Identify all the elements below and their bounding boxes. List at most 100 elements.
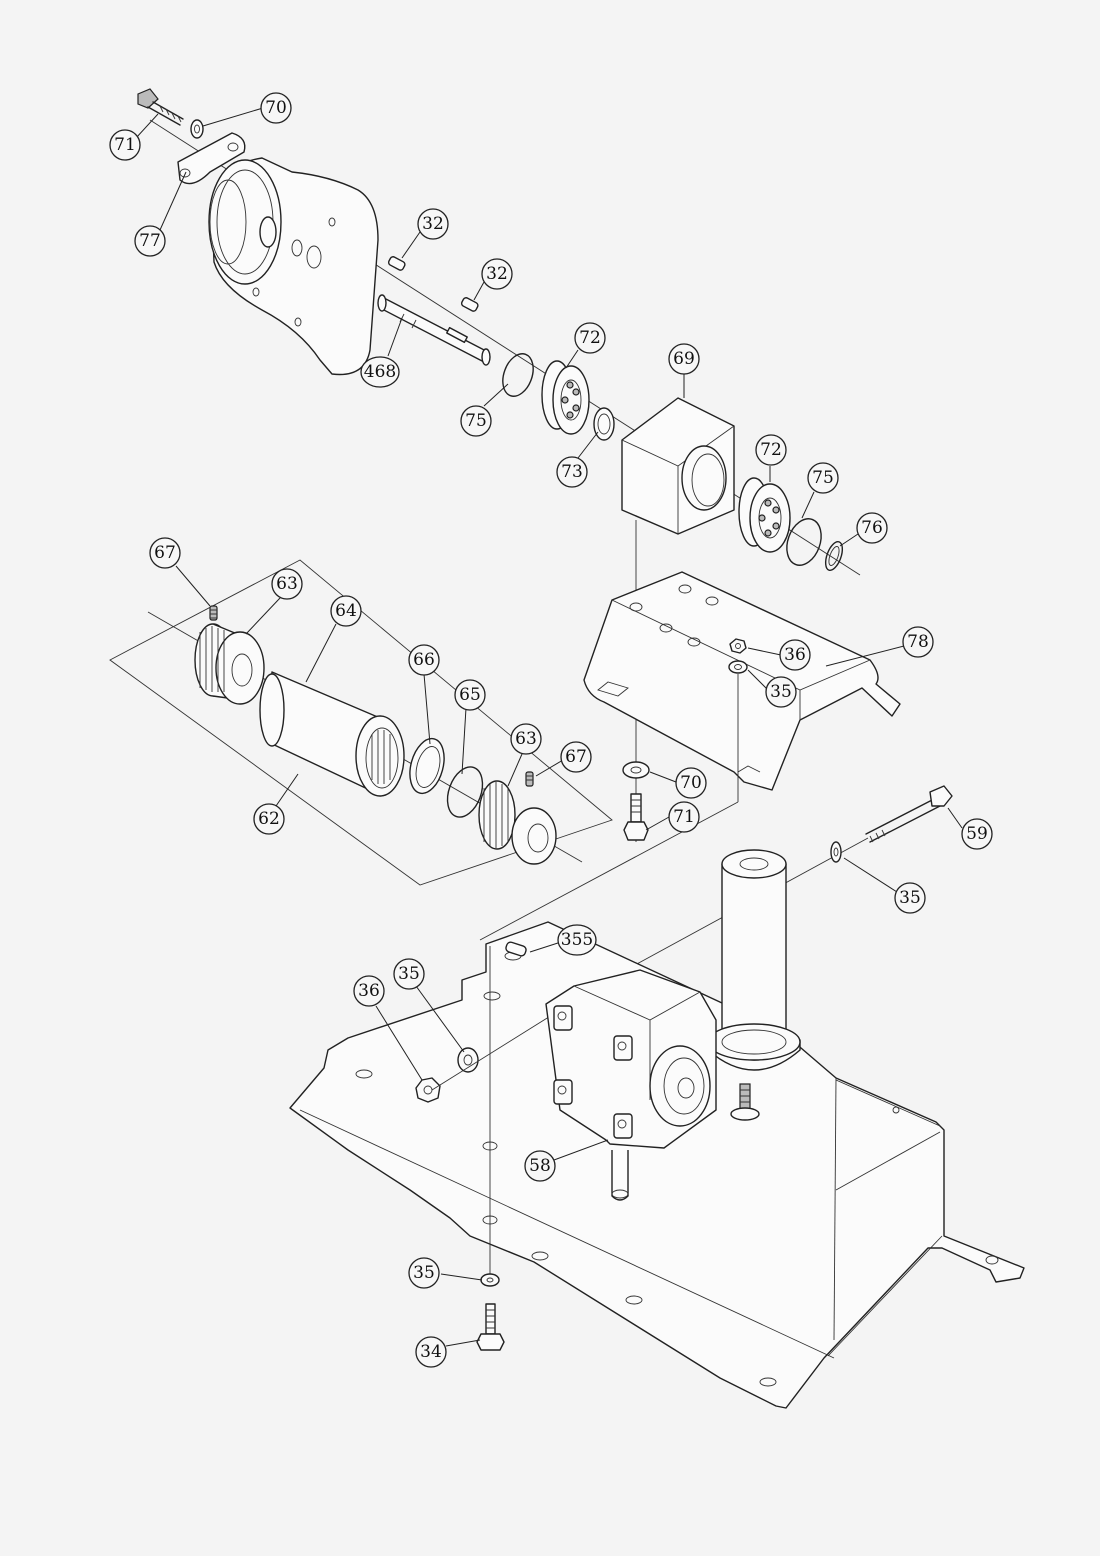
callout-label: 71: [673, 807, 695, 827]
callout-67: 67: [149, 537, 181, 569]
washer-70-top: [190, 119, 204, 139]
washer-66: [409, 737, 445, 795]
callout-circle: [524, 1150, 556, 1182]
callout-70: 70: [260, 92, 292, 124]
callout-78: 78: [902, 626, 934, 658]
callout-63: 63: [510, 723, 542, 755]
callout-36: 36: [353, 975, 385, 1007]
callout-circle: [765, 676, 797, 708]
callout-63: 63: [271, 568, 303, 600]
sprocket-hub-63-a: [194, 623, 265, 705]
key-32-a: [387, 256, 406, 271]
callout-circle: [961, 818, 993, 850]
callout-70: 70: [675, 767, 707, 799]
callouts: 7170773232468727569737275766763646665636…: [109, 92, 993, 1368]
callout-label: 62: [258, 809, 280, 829]
callout-label: 35: [398, 964, 420, 984]
callout-67: 67: [560, 741, 592, 773]
callout-label: 468: [364, 362, 396, 382]
callout-circle: [556, 456, 588, 488]
callout-label: 70: [680, 773, 702, 793]
callout-circle: [408, 1257, 440, 1289]
callout-circle: [755, 434, 787, 466]
coupler-sleeve-64: [259, 671, 405, 797]
callout-58: 58: [524, 1150, 556, 1182]
callout-35: 35: [765, 676, 797, 708]
callout-32: 32: [417, 208, 449, 240]
callout-64: 64: [330, 595, 362, 627]
snap-ring-75-b: [786, 518, 822, 566]
callout-71: 71: [109, 129, 141, 161]
callout-label: 76: [861, 518, 883, 538]
callout-circle: [668, 343, 700, 375]
callout-label: 35: [770, 682, 792, 702]
callout-34: 34: [415, 1336, 447, 1368]
callout-circle: [560, 741, 592, 773]
callout-73: 73: [556, 456, 588, 488]
callout-label: 355: [561, 930, 593, 950]
washer-35-pivot: [830, 841, 842, 863]
callout-label: 59: [966, 824, 988, 844]
callout-circle: [415, 1336, 447, 1368]
callout-35: 35: [393, 958, 425, 990]
key-32-b: [460, 297, 479, 312]
callout-circle: [856, 512, 888, 544]
callout-circle: [779, 639, 811, 671]
callout-label: 72: [579, 328, 601, 348]
callout-circle: [353, 975, 385, 1007]
callout-label: 69: [673, 349, 695, 369]
callout-label: 34: [420, 1342, 442, 1362]
callout-circle: [330, 595, 362, 627]
bolt-71-top: [137, 88, 184, 126]
callout-76: 76: [856, 512, 888, 544]
callout-77: 77: [134, 225, 166, 257]
nut-36-base: [415, 1077, 441, 1103]
callout-32: 32: [481, 258, 513, 290]
callout-circle: [574, 322, 606, 354]
callout-circle: [510, 723, 542, 755]
callout-label: 63: [276, 574, 298, 594]
callout-label: 32: [486, 264, 508, 284]
bearing-72-b: [738, 477, 791, 553]
callout-label: 67: [565, 747, 587, 767]
callout-label: 63: [515, 729, 537, 749]
callout-label: 75: [812, 468, 834, 488]
leader-lines: [135, 107, 963, 1347]
callout-72: 72: [574, 322, 606, 354]
callout-label: 36: [784, 645, 806, 665]
callout-circle: [393, 958, 425, 990]
callout-label: 32: [422, 214, 444, 234]
callout-circle: [675, 767, 707, 799]
callout-circle: [271, 568, 303, 600]
sprocket-hub-63-b: [478, 780, 557, 865]
callout-75: 75: [807, 462, 839, 494]
bolt-71-mid: [623, 793, 649, 841]
callout-circle: [260, 92, 292, 124]
callout-label: 58: [529, 1156, 551, 1176]
callout-circle: [807, 462, 839, 494]
nut-36-bracket: [729, 638, 747, 654]
callout-label: 67: [154, 543, 176, 563]
callout-circle: [460, 405, 492, 437]
spacer-73: [593, 407, 615, 441]
bearing-72-a: [541, 360, 590, 435]
callout-65: 65: [454, 679, 486, 711]
callout-circle: [902, 626, 934, 658]
callout-circle: [481, 258, 513, 290]
callout-35: 35: [408, 1257, 440, 1289]
callout-circle: [109, 129, 141, 161]
callout-circle: [134, 225, 166, 257]
callout-355: 355: [557, 924, 597, 956]
callout-label: 75: [465, 411, 487, 431]
snap-ring-65: [446, 766, 484, 818]
callout-62: 62: [253, 803, 285, 835]
callout-36: 36: [779, 639, 811, 671]
callout-label: 73: [561, 462, 583, 482]
callout-35: 35: [894, 882, 926, 914]
callout-label: 64: [335, 601, 357, 621]
snap-ring-75-a: [502, 353, 534, 397]
callout-label: 65: [459, 685, 481, 705]
callout-label: 71: [114, 135, 136, 155]
